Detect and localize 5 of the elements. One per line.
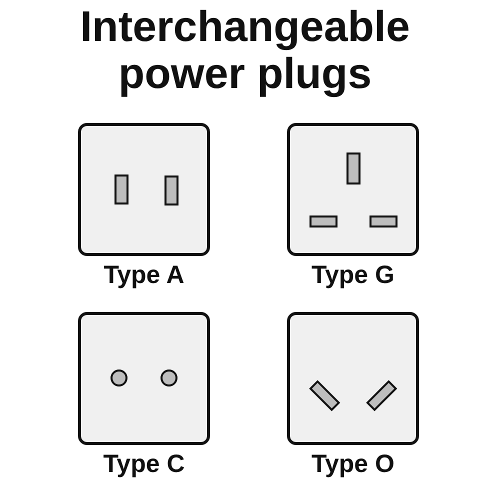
plug-type-label: Type O: [312, 450, 394, 478]
page-title: Interchangeable power plugs: [79, 4, 411, 98]
plug-type-label: Type C: [103, 450, 185, 478]
plug-type-label: Type G: [312, 261, 394, 289]
plug-type-label: Type A: [104, 261, 184, 289]
